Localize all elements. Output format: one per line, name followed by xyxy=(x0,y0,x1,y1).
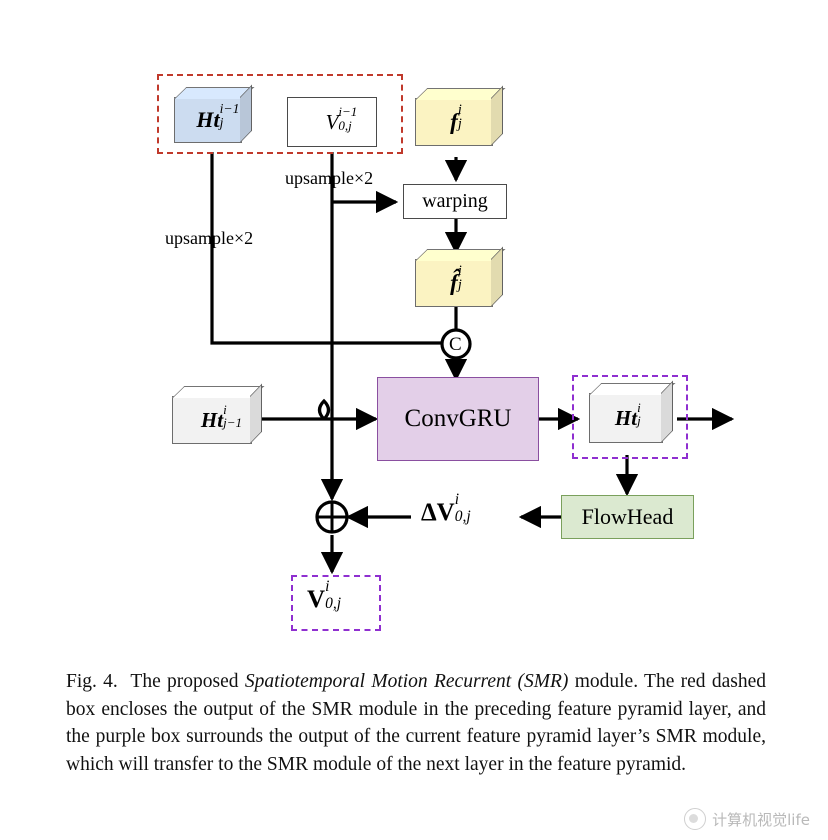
red-dashed-group-previous-layer xyxy=(157,74,403,154)
caption-figure-number: Fig. 4. xyxy=(66,671,118,692)
label-upsample-mid: upsample×2 xyxy=(285,168,374,188)
convgru-label: ConvGRU xyxy=(404,405,512,432)
concat-operator-circle xyxy=(440,328,472,360)
node-flowhead[interactable]: FlowHead xyxy=(561,495,694,539)
add-operator-circle xyxy=(315,500,349,534)
watermark: 计算机视觉life xyxy=(684,808,810,830)
purple-dashed-group-current-output xyxy=(572,375,688,459)
label-upsample-left: upsample×2 xyxy=(165,228,254,248)
caption-part2: module. The red dashed box encloses the … xyxy=(66,671,766,776)
warping-label: warping xyxy=(422,190,488,212)
node-convgru[interactable]: ConvGRU xyxy=(377,377,539,461)
concat-icon-label: C xyxy=(449,334,462,355)
flowhead-label: FlowHead xyxy=(581,504,674,529)
caption-part1: The proposed xyxy=(130,671,245,692)
watermark-text: 计算机视觉life xyxy=(712,810,810,829)
node-warping[interactable]: warping xyxy=(403,184,507,219)
figure-caption: Fig. 4. The proposed Spatiotemporal Moti… xyxy=(66,668,766,779)
purple-dashed-group-flow-output xyxy=(291,575,381,631)
connector-lines xyxy=(210,152,735,575)
caption-italic-term: Spatiotemporal Motion Recurrent (SMR) xyxy=(244,671,569,692)
watermark-logo-icon xyxy=(684,808,707,830)
